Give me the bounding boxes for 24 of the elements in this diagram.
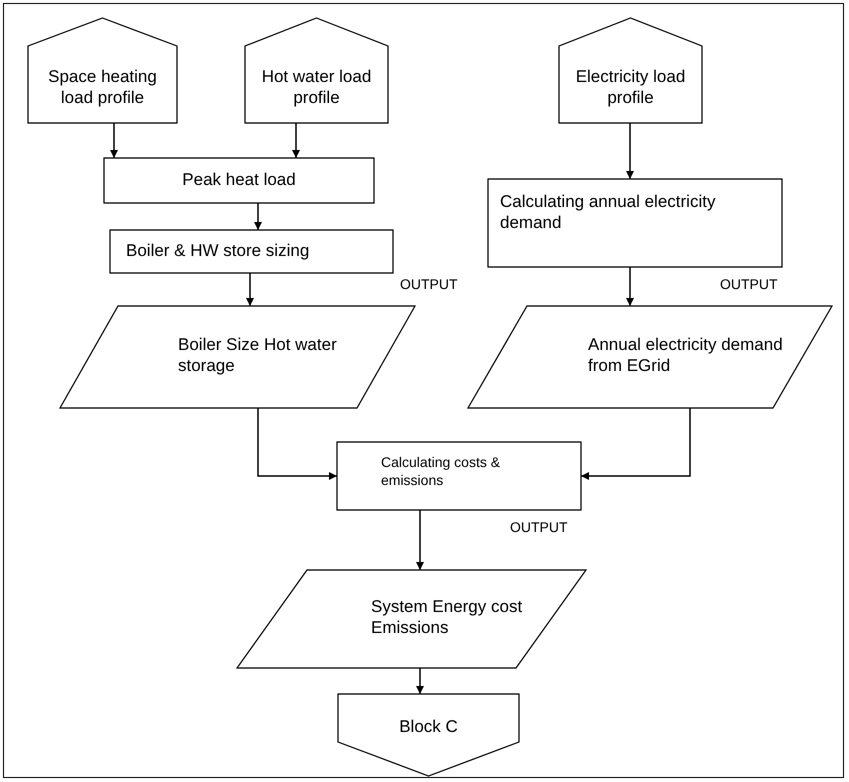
node-label: Hot water load profile: [260, 66, 372, 108]
arrow: [626, 267, 634, 306]
arrow: [257, 408, 337, 480]
arrow: [581, 408, 691, 480]
output-label: OUTPUT: [400, 276, 458, 292]
node-label: System Energy cost Emissions: [371, 596, 524, 638]
node-label: Annual electricity demand from EGrid: [588, 334, 784, 376]
arrow: [626, 123, 634, 179]
arrow: [110, 123, 118, 158]
arrow: [416, 510, 424, 570]
output-label: OUTPUT: [510, 519, 568, 535]
node-label: Boiler Size Hot water storage: [178, 334, 338, 376]
node-label: Peak heat load: [181, 169, 297, 190]
node-label: Block C: [398, 716, 459, 738]
node-label: Space heating load profile: [47, 66, 158, 108]
arrow: [246, 273, 254, 306]
node-label: Electricity load profile: [574, 66, 686, 108]
arrow: [292, 123, 300, 158]
node-label: Boiler & HW store sizing: [126, 240, 310, 262]
output-label: OUTPUT: [720, 276, 778, 292]
arrow: [416, 668, 424, 694]
node-label: Calculating costs & emissions: [381, 454, 502, 489]
node-label: Calculating annual electricity demand: [500, 191, 716, 234]
arrow: [254, 203, 262, 230]
